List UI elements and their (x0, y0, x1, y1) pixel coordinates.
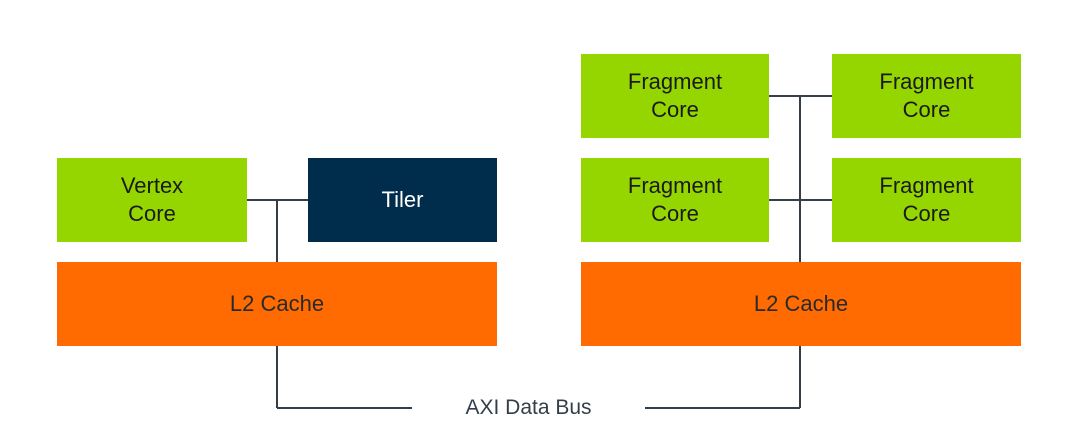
right-l2-cache-label: L2 Cache (753, 291, 849, 316)
fragment-core-label-3: Fragment Core (627, 173, 723, 226)
right-l2-cache-box: L2 Cache (581, 262, 1021, 346)
vertex-core-box: Vertex Core (57, 158, 247, 242)
fragment-core-label-4: Fragment Core (879, 173, 974, 226)
tiler-box: Tiler (308, 158, 497, 242)
fragment-core-box-4: Fragment Core (832, 158, 1021, 242)
vertex-core-label: Vertex Core (120, 173, 184, 226)
fragment-core-box-1: Fragment Core (581, 54, 769, 138)
axi-data-bus-label: AXI Data Bus (465, 396, 592, 419)
fragment-core-label-2: Fragment Core (879, 69, 974, 122)
tiler-label: Tiler (381, 187, 424, 212)
left-l2-cache-box: L2 Cache (57, 262, 497, 346)
fragment-core-box-3: Fragment Core (581, 158, 769, 242)
fragment-core-label-1: Fragment Core (627, 69, 723, 122)
fragment-core-box-2: Fragment Core (832, 54, 1021, 138)
left-l2-cache-label: L2 Cache (229, 291, 325, 316)
